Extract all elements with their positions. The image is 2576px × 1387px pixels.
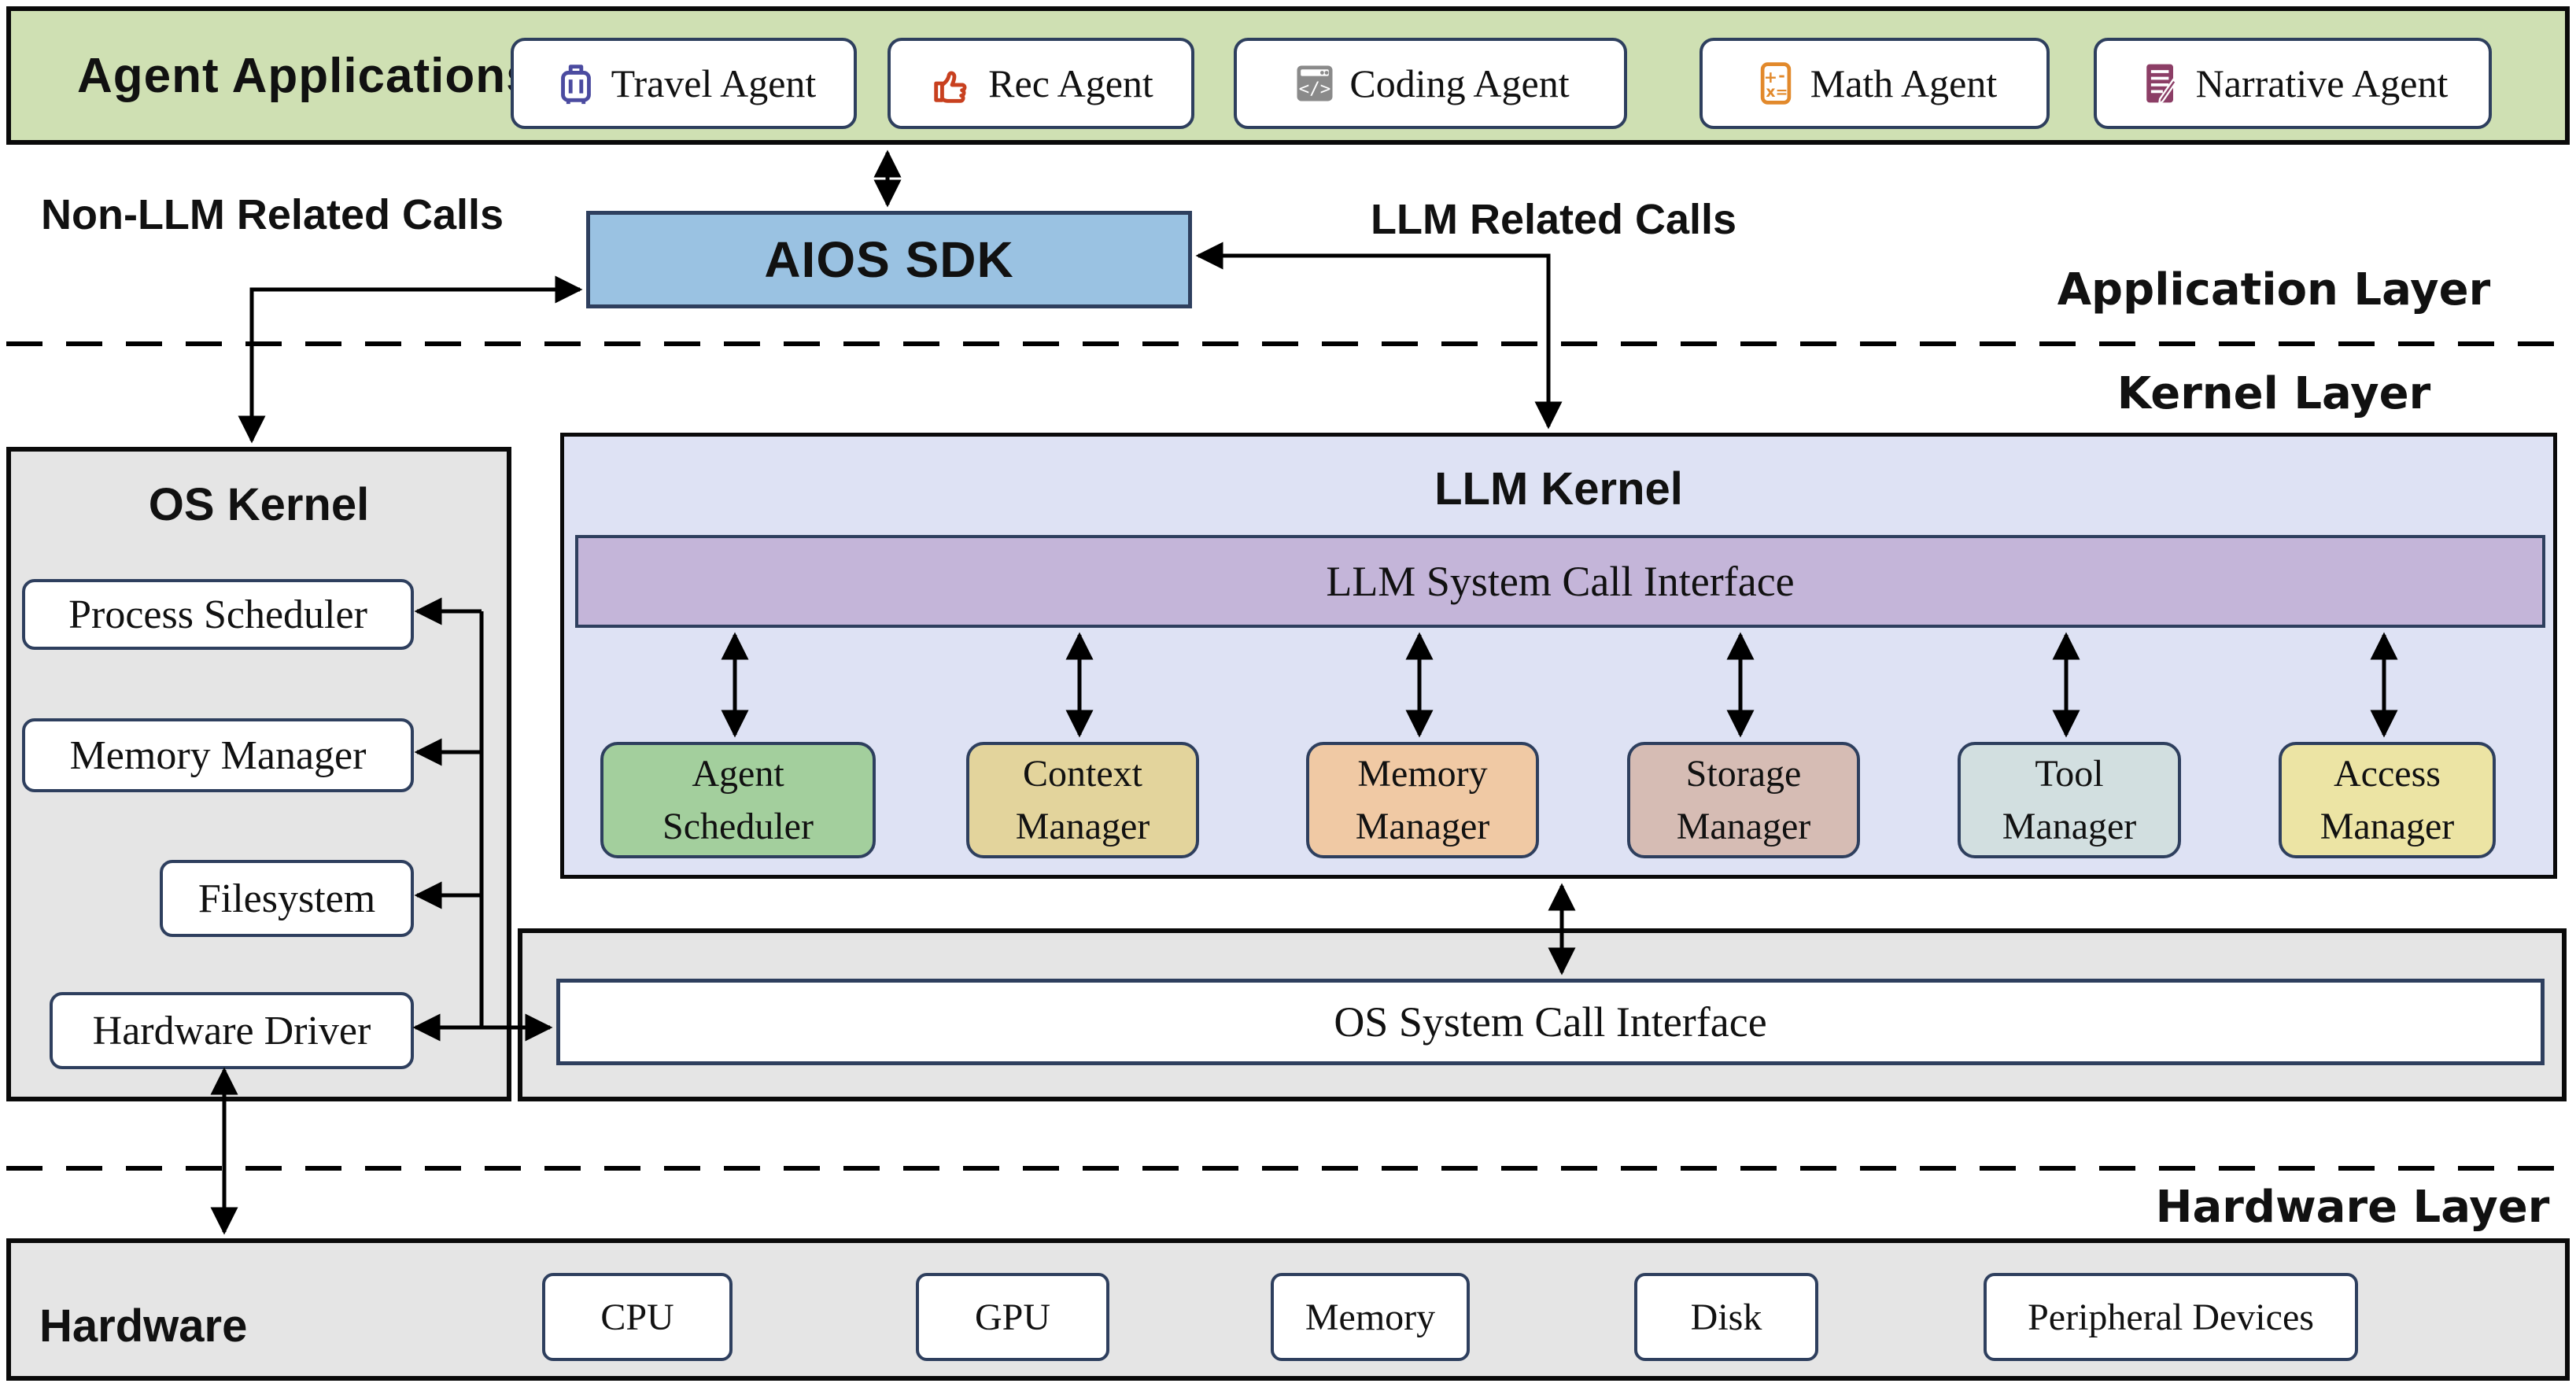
manager-access: Access Manager [2279, 742, 2496, 858]
application-layer-label: Application Layer [2057, 264, 2491, 315]
kernel-layer-label: Kernel Layer [2117, 368, 2431, 419]
agent-narrative: Narrative Agent [2094, 38, 2492, 129]
manager-storage: Storage Manager [1627, 742, 1860, 858]
agent-label: Math Agent [1810, 61, 1998, 105]
aios-sdk-box: AIOS SDK [586, 211, 1192, 308]
suitcase-icon [560, 65, 591, 105]
os-component-memory-manager: Memory Manager [22, 718, 414, 792]
os-kernel-title: OS Kernel [148, 479, 370, 530]
os-component-filesystem: Filesystem [160, 860, 414, 937]
agent-rec: Rec Agent [888, 38, 1194, 129]
manager-agent-scheduler: Agent Scheduler [600, 742, 876, 858]
manager-tool: Tool Manager [1958, 742, 2181, 858]
agent-label: Narrative Agent [2195, 61, 2449, 105]
manager-memory: Memory Manager [1306, 742, 1539, 858]
thumbs-up-icon [934, 71, 967, 103]
os-component-process-scheduler: Process Scheduler [22, 579, 414, 650]
agent-label: Travel Agent [611, 61, 817, 105]
code-window-icon: </> [1297, 65, 1333, 101]
device-disk: Disk [1634, 1273, 1818, 1361]
agent-label: Rec Agent [988, 61, 1153, 105]
hardware-layer-label: Hardware Layer [2155, 1182, 2550, 1233]
device-gpu: GPU [916, 1273, 1109, 1361]
llm-kernel-panel [560, 433, 2557, 879]
agent-applications-title: Agent Applications [77, 48, 534, 103]
aios-sdk-label: AIOS SDK [764, 231, 1014, 288]
llm-calls-label: LLM Related Calls [1371, 196, 1737, 243]
calculator-icon: + - x = [1760, 62, 1791, 105]
svg-text:</>: </> [1299, 79, 1331, 99]
llm-system-call-interface: LLM System Call Interface [575, 535, 2545, 628]
hardware-title: Hardware [39, 1300, 248, 1352]
agent-math: + - x = Math Agent [1699, 38, 2050, 129]
device-memory: Memory [1271, 1273, 1470, 1361]
svg-text:-: - [1778, 66, 1785, 85]
os-component-hardware-driver: Hardware Driver [50, 992, 414, 1069]
non-llm-calls-label: Non-LLM Related Calls [41, 191, 504, 238]
svg-text:=: = [1775, 84, 1788, 101]
device-cpu: CPU [542, 1273, 733, 1361]
llm-kernel-title: LLM Kernel [1434, 463, 1683, 515]
agent-coding: </> Coding Agent [1234, 38, 1627, 129]
device-peripheral: Peripheral Devices [1984, 1273, 2358, 1361]
document-pen-icon [2146, 64, 2177, 107]
agent-label: Coding Agent [1349, 61, 1570, 105]
os-system-call-interface: OS System Call Interface [556, 979, 2545, 1065]
manager-context: Context Manager [966, 742, 1199, 858]
svg-text:+: + [1764, 68, 1777, 87]
agent-travel: Travel Agent [511, 38, 857, 129]
svg-text:x: x [1766, 84, 1775, 101]
